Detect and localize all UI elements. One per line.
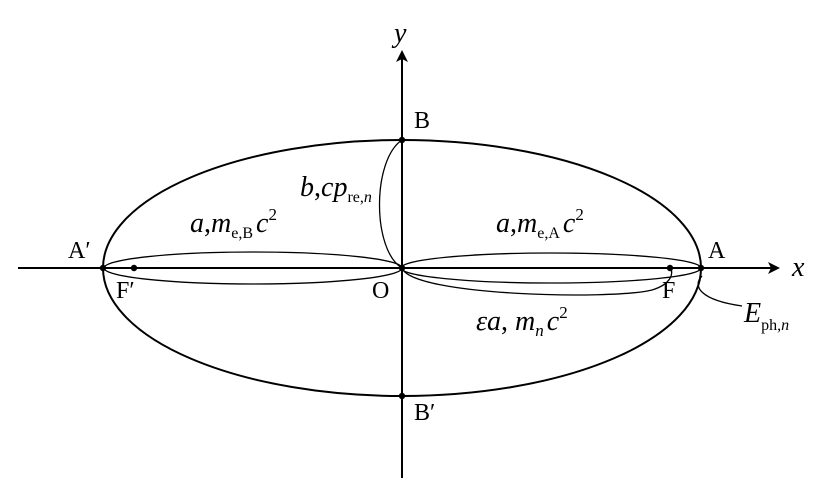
point-f-prime — [130, 264, 138, 272]
point-o — [398, 264, 406, 272]
x-axis-label: x — [791, 252, 805, 283]
lower-focal-arc — [401, 267, 673, 296]
label-a-prime: A′ — [68, 238, 91, 264]
label-o: O — [372, 278, 389, 304]
label-a: A — [708, 238, 726, 264]
photon-arc — [697, 275, 743, 307]
point-a — [697, 264, 705, 272]
label-vertical: b,cpre,n — [300, 172, 372, 206]
label-b: B — [414, 108, 430, 134]
point-b — [398, 136, 406, 144]
y-axis-label: y — [391, 18, 407, 49]
point-a-prime — [99, 264, 107, 272]
point-f — [666, 264, 674, 272]
label-b-prime: B′ — [414, 400, 435, 426]
point-b-prime — [398, 392, 406, 400]
vertical-arc — [378, 139, 403, 269]
label-f-prime: F′ — [116, 278, 135, 304]
label-f: F — [662, 278, 675, 304]
label-photon: Eph,n — [743, 298, 789, 334]
